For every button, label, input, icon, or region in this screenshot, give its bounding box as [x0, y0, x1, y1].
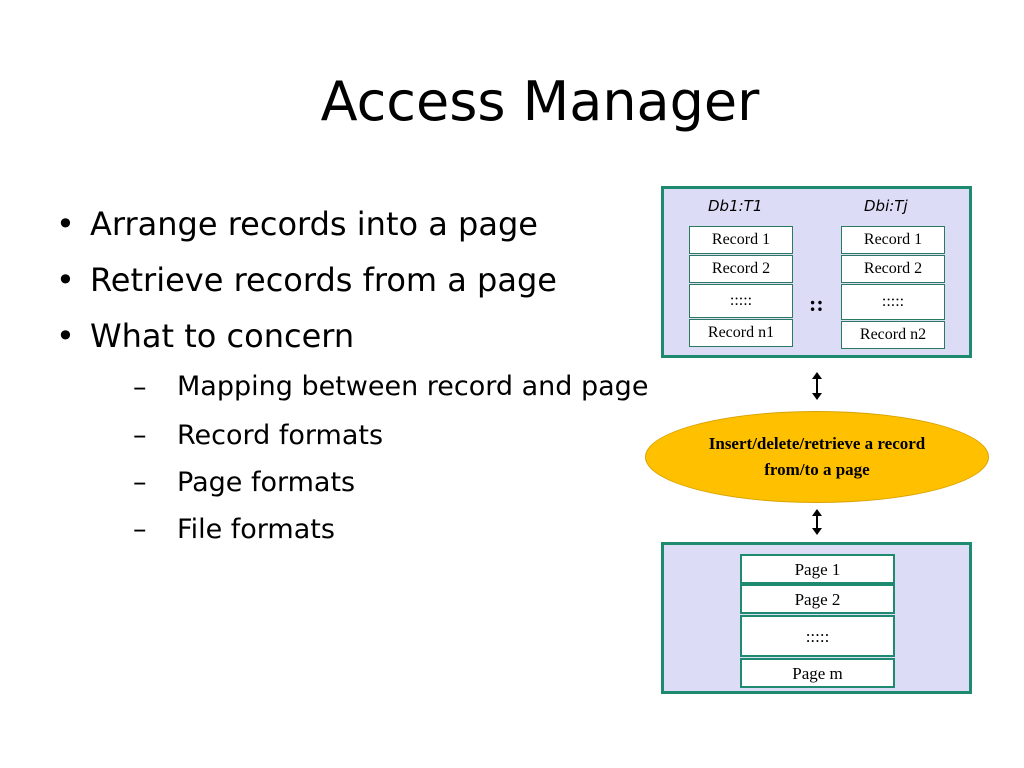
bullet-mark: • [56, 205, 75, 243]
double-arrow-icon [812, 509, 822, 535]
tables-panel: Db1:T1 Dbi:Tj Record 1 Record 2 ::::: Re… [661, 186, 972, 358]
table1-record: Record 1 [689, 226, 793, 254]
table2-record: Record 2 [841, 255, 945, 283]
page-box: Page 1 [740, 554, 895, 584]
sub-bullet-text: File formats [177, 514, 335, 545]
table2-record: ::::: [841, 284, 945, 320]
sub-bullet-text: Record formats [177, 420, 384, 451]
pages-panel: Page 1 Page 2 ::::: Page m [661, 542, 972, 694]
bullet-item: • Arrange records into a page [56, 196, 656, 252]
bullet-list: • Arrange records into a page • Retrieve… [56, 196, 656, 553]
page-box: Page 2 [740, 584, 895, 614]
table1-record: ::::: [689, 284, 793, 318]
table2-record: Record n2 [841, 321, 945, 349]
between-tables-ellipsis: :: [809, 291, 824, 316]
operation-ellipse: Insert/delete/retrieve a record from/to … [645, 411, 989, 503]
page-box: Page m [740, 658, 895, 688]
sub-bullet-item: – Mapping between record and page [133, 364, 657, 412]
bullet-mark: • [56, 317, 75, 355]
table1-record: Record 2 [689, 255, 793, 283]
dash-mark: – [133, 514, 147, 545]
sub-bullet-text: Page formats [177, 467, 356, 498]
sub-bullet-text: Mapping between record and page [177, 371, 649, 402]
bullet-item: • Retrieve records from a page [56, 252, 656, 308]
dash-mark: – [133, 467, 147, 498]
sub-bullet-item: – File formats [133, 506, 657, 553]
table1-label: Db1:T1 [708, 197, 763, 215]
double-arrow-icon [812, 372, 822, 400]
sub-bullet-item: – Page formats [133, 459, 657, 506]
page-box: ::::: [740, 615, 895, 657]
bullet-text: Arrange records into a page [90, 205, 538, 243]
table1-record: Record n1 [689, 319, 793, 347]
operation-text: Insert/delete/retrieve a record from/to … [708, 434, 926, 479]
table2-record: Record 1 [841, 226, 945, 254]
sub-bullet-item: – Record formats [133, 412, 657, 459]
slide-title: Access Manager [320, 70, 760, 133]
bullet-text: Retrieve records from a page [90, 261, 557, 299]
bullet-mark: • [56, 261, 75, 299]
table2-label: Dbi:Tj [864, 197, 908, 215]
bullet-item: • What to concern [56, 308, 656, 364]
dash-mark: – [133, 372, 147, 403]
bullet-text: What to concern [90, 317, 355, 355]
dash-mark: – [133, 420, 147, 451]
